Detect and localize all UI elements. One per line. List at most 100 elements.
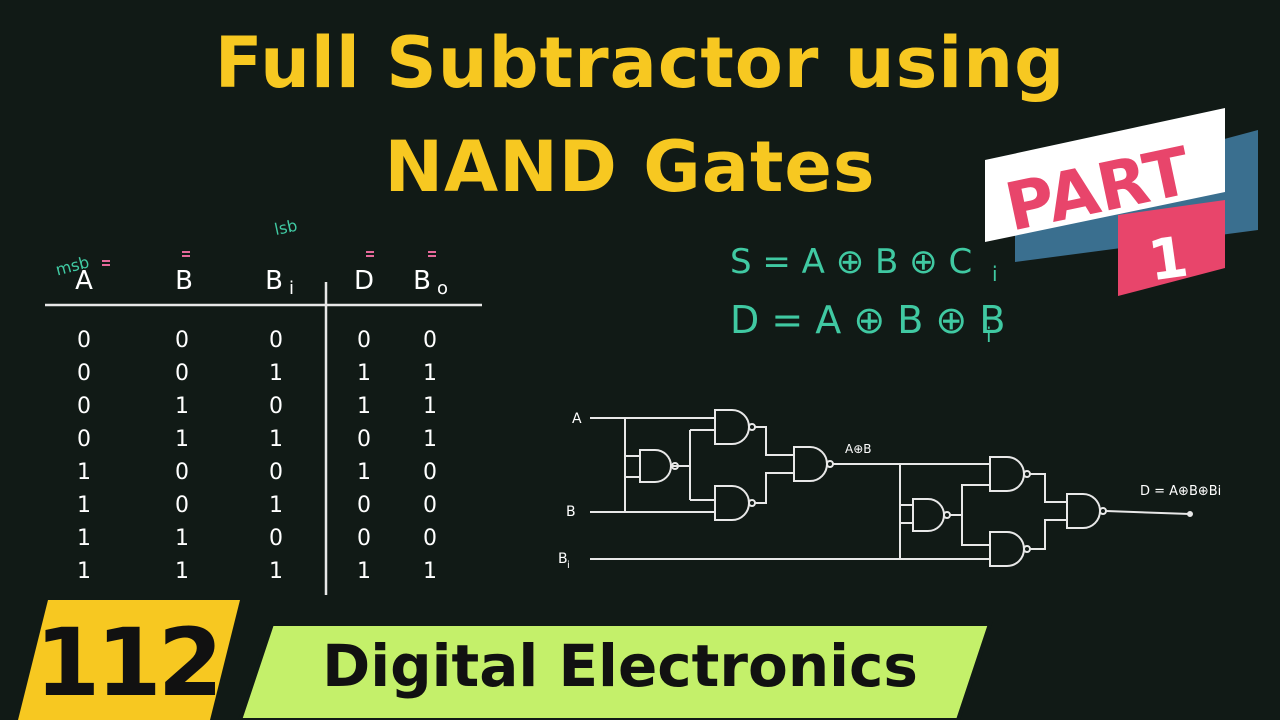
table-cell-r7-c3: 1 [357, 559, 371, 584]
header-bi: B [265, 266, 283, 296]
table-cell-r4-c1: 0 [175, 460, 189, 485]
table-cell-r0-c0: 0 [77, 328, 91, 353]
wire-g5-out [950, 484, 990, 546]
header-bo-sub: o [437, 278, 448, 299]
table-cell-r5-c4: 0 [423, 493, 437, 518]
table-cell-r5-c1: 0 [175, 493, 189, 518]
table-cell-r3-c0: 0 [77, 427, 91, 452]
table-cell-r2-c2: 0 [269, 394, 283, 419]
episode-number: 112 [34, 609, 223, 718]
table-cell-r1-c4: 1 [423, 361, 437, 386]
table-cell-r1-c0: 0 [77, 361, 91, 386]
series-title-box [237, 622, 993, 720]
header-a: A [75, 266, 93, 296]
nand-gate-2 [714, 409, 750, 445]
equation-sum-sub: i [992, 262, 998, 286]
lsb-note: lsb [273, 216, 299, 239]
table-cell-r0-c2: 0 [269, 328, 283, 353]
input-bi-sub: i [567, 560, 570, 571]
table-cell-r7-c4: 1 [423, 559, 437, 584]
nand-gate-1-bubble [671, 462, 679, 470]
badge-part-number: 1 [1144, 225, 1192, 295]
table-cell-r6-c3: 0 [357, 526, 371, 551]
table-cell-r1-c2: 1 [269, 361, 283, 386]
table-cell-r7-c2: 1 [269, 559, 283, 584]
header-bi-sub: i [289, 278, 294, 299]
output-terminal [1187, 511, 1193, 517]
equation-diff-sub: i [986, 323, 992, 347]
input-a-label: A [572, 411, 582, 427]
badge-white-box [985, 108, 1225, 242]
table-cell-r5-c3: 0 [357, 493, 371, 518]
output-label: D = A⊕B⊕Bi [1140, 484, 1221, 499]
wire-output [1105, 510, 1191, 515]
table-cell-r2-c1: 1 [175, 394, 189, 419]
header-d: D [354, 266, 374, 296]
table-cell-r4-c4: 0 [423, 460, 437, 485]
table-cell-r7-c0: 1 [77, 559, 91, 584]
equation-sum: S = A ⊕ B ⊕ C [730, 242, 972, 282]
table-cell-r4-c2: 0 [269, 460, 283, 485]
table-cell-r4-c3: 1 [357, 460, 371, 485]
wire-g2-out [755, 426, 794, 456]
nand-gate-4 [793, 446, 828, 482]
table-cell-r3-c3: 0 [357, 427, 371, 452]
table-cell-r5-c2: 1 [269, 493, 283, 518]
title-line-2: NAND Gates [384, 126, 876, 208]
input-b-label: B [566, 504, 576, 520]
wire-g6-out [1030, 473, 1067, 503]
nand-gate-8 [1066, 493, 1101, 529]
table-cell-r1-c3: 1 [357, 361, 371, 386]
table-cell-r2-c3: 1 [357, 394, 371, 419]
mid-label: A⊕B [845, 442, 872, 456]
nand-circuit: A B B i A⊕B [558, 409, 1221, 571]
episode-number-box [18, 600, 240, 720]
input-bi-label: B [558, 551, 568, 567]
nand-gate-3-bubble [748, 499, 756, 507]
table-cell-r0-c1: 0 [175, 328, 189, 353]
part-badge: PART 1 [985, 108, 1258, 296]
table-cell-r2-c4: 1 [423, 394, 437, 419]
nand-gate-3 [714, 485, 750, 521]
header-bo: B [413, 266, 431, 296]
nand-gate-4-bubble [826, 460, 834, 468]
equations: S = A ⊕ B ⊕ C i D = A ⊕ B ⊕ B i [730, 242, 1005, 347]
wire-g5-inputs [900, 504, 913, 524]
table-cell-r6-c0: 1 [77, 526, 91, 551]
title-line-1: Full Subtractor using [214, 22, 1066, 104]
nand-gate-2-bubble [748, 423, 756, 431]
equation-diff: D = A ⊕ B ⊕ B [730, 298, 1005, 342]
wire-g7-out [1030, 519, 1067, 550]
table-cell-r4-c0: 1 [77, 460, 91, 485]
wire-g1-inputs [625, 455, 640, 478]
header-b: B [175, 266, 193, 296]
table-cell-r3-c4: 1 [423, 427, 437, 452]
table-cell-r6-c2: 0 [269, 526, 283, 551]
table-cell-r1-c1: 0 [175, 361, 189, 386]
table-cell-r5-c0: 1 [77, 493, 91, 518]
wire-g1-out [672, 430, 691, 500]
nand-gate-5 [912, 498, 945, 532]
table-cell-r6-c4: 0 [423, 526, 437, 551]
nand-gate-6-bubble [1023, 470, 1031, 478]
nand-gate-6 [989, 456, 1025, 492]
table-cell-r3-c2: 1 [269, 427, 283, 452]
wire-g2-g3-in [690, 429, 715, 501]
table-cell-r0-c4: 0 [423, 328, 437, 353]
nand-gate-1 [639, 449, 672, 483]
nand-gate-7-bubble [1023, 545, 1031, 553]
table-cell-r0-c3: 0 [357, 328, 371, 353]
nand-gate-7 [989, 531, 1025, 567]
footer [18, 600, 993, 720]
nand-gate-8-bubble [1099, 507, 1107, 515]
series-title: Digital Electronics [322, 632, 918, 700]
table-cell-r3-c1: 1 [175, 427, 189, 452]
wire-g3-out [755, 472, 794, 504]
table-cell-r6-c1: 1 [175, 526, 189, 551]
nand-gate-5-bubble [943, 511, 951, 519]
header-marks [102, 251, 436, 266]
table-cell-r2-c0: 0 [77, 394, 91, 419]
